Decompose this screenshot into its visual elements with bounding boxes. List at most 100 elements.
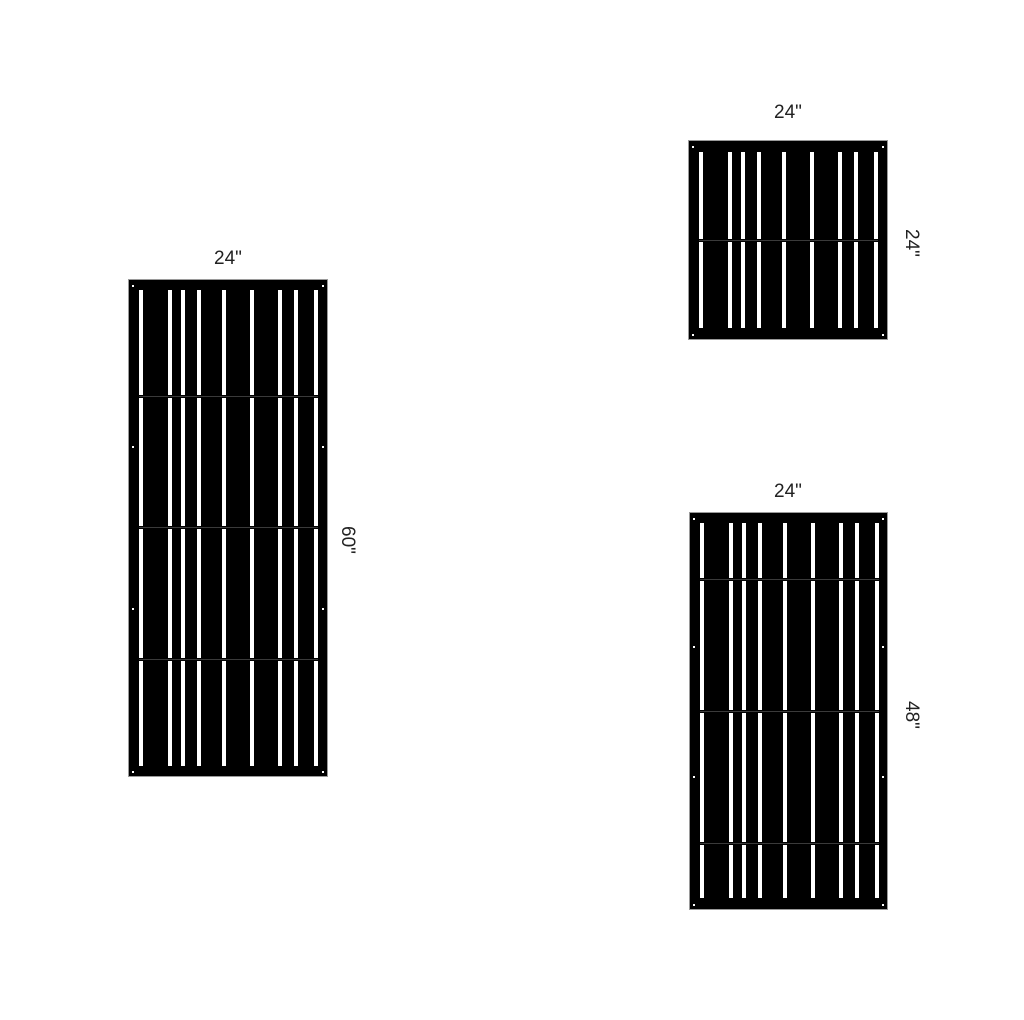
- slot-cutout: [139, 398, 143, 526]
- panel-24x48: [690, 513, 887, 909]
- slot-cutout: [838, 152, 842, 239]
- slot-cutout: [699, 242, 703, 328]
- slot-cutout: [168, 398, 172, 526]
- slot-cutout: [875, 523, 879, 578]
- slot-cutout: [783, 581, 787, 710]
- slot-cutout: [874, 152, 878, 239]
- mounting-hole-icon: [132, 285, 134, 287]
- mounting-hole-icon: [882, 776, 884, 778]
- slot-cutout: [700, 713, 704, 842]
- slot-cutout: [839, 581, 843, 710]
- slot-cutout: [783, 523, 787, 578]
- slot-cutout: [139, 529, 143, 658]
- slot-cutout: [783, 713, 787, 842]
- slot-cutout: [811, 713, 815, 842]
- slot-cutout: [181, 290, 185, 395]
- slot-cutout: [757, 152, 761, 239]
- slot-cutout: [250, 529, 254, 658]
- slot-cutout: [742, 523, 746, 578]
- slot-cutout: [810, 152, 814, 239]
- slot-cutout: [139, 661, 143, 766]
- slot-cutout: [811, 581, 815, 710]
- slot-cutout: [855, 713, 859, 842]
- mounting-hole-icon: [693, 904, 695, 906]
- slot-cutout: [741, 242, 745, 328]
- slot-cutout: [314, 290, 318, 395]
- slot-cutout: [168, 290, 172, 395]
- mounting-hole-icon: [132, 446, 134, 448]
- slot-cutout: [811, 845, 815, 898]
- slot-cutout: [729, 713, 733, 842]
- slot-cutout: [168, 661, 172, 766]
- mounting-hole-icon: [693, 776, 695, 778]
- slot-cutout: [875, 845, 879, 898]
- slot-cutout: [278, 529, 282, 658]
- slot-cutout: [181, 661, 185, 766]
- slot-cutout: [874, 242, 878, 328]
- panel-24x24-width-label: 24": [774, 102, 802, 123]
- mounting-hole-icon: [322, 608, 324, 610]
- slot-cutout: [250, 290, 254, 395]
- slot-cutout: [811, 523, 815, 578]
- slot-cutout: [728, 242, 732, 328]
- mounting-hole-icon: [322, 285, 324, 287]
- slot-cutout: [782, 152, 786, 239]
- slot-cutout: [168, 529, 172, 658]
- panel-24x60-width-label: 24": [214, 248, 242, 269]
- slot-cutout: [294, 398, 298, 526]
- slot-cutout: [197, 661, 201, 766]
- break-line: [700, 843, 879, 844]
- slot-cutout: [875, 713, 879, 842]
- slot-cutout: [758, 523, 762, 578]
- slot-cutout: [855, 845, 859, 898]
- slot-cutout: [854, 152, 858, 239]
- slot-cutout: [838, 242, 842, 328]
- slot-cutout: [250, 398, 254, 526]
- slot-cutout: [729, 581, 733, 710]
- slot-cutout: [742, 845, 746, 898]
- slot-cutout: [222, 529, 226, 658]
- slot-cutout: [742, 713, 746, 842]
- slot-cutout: [728, 152, 732, 239]
- slot-cutout: [314, 398, 318, 526]
- panel-24x24-height-label: 24": [901, 229, 922, 257]
- slot-cutout: [197, 529, 201, 658]
- mounting-hole-icon: [692, 146, 694, 148]
- slot-cutout: [278, 290, 282, 395]
- slot-cutout: [699, 152, 703, 239]
- break-line: [699, 240, 878, 241]
- slot-cutout: [700, 581, 704, 710]
- mounting-hole-icon: [132, 608, 134, 610]
- slot-cutout: [139, 290, 143, 395]
- slot-cutout: [875, 581, 879, 710]
- break-line: [139, 396, 318, 397]
- break-line: [139, 659, 318, 660]
- mounting-hole-icon: [322, 771, 324, 773]
- slot-cutout: [294, 661, 298, 766]
- slot-cutout: [314, 529, 318, 658]
- slot-cutout: [181, 529, 185, 658]
- mounting-hole-icon: [322, 446, 324, 448]
- panel-24x48-height-label: 48": [901, 701, 922, 729]
- slot-cutout: [810, 242, 814, 328]
- slot-cutout: [294, 529, 298, 658]
- slot-cutout: [197, 398, 201, 526]
- slot-cutout: [742, 581, 746, 710]
- mounting-hole-icon: [693, 646, 695, 648]
- mounting-hole-icon: [882, 518, 884, 520]
- mounting-hole-icon: [882, 646, 884, 648]
- slot-cutout: [839, 523, 843, 578]
- slot-cutout: [758, 845, 762, 898]
- mounting-hole-icon: [882, 334, 884, 336]
- slot-cutout: [314, 661, 318, 766]
- break-line: [700, 579, 879, 580]
- slot-cutout: [197, 290, 201, 395]
- break-line: [700, 711, 879, 712]
- mounting-hole-icon: [882, 146, 884, 148]
- mounting-hole-icon: [132, 771, 134, 773]
- slot-cutout: [758, 713, 762, 842]
- slot-cutout: [854, 242, 858, 328]
- slot-cutout: [741, 152, 745, 239]
- slot-cutout: [782, 242, 786, 328]
- slot-cutout: [278, 398, 282, 526]
